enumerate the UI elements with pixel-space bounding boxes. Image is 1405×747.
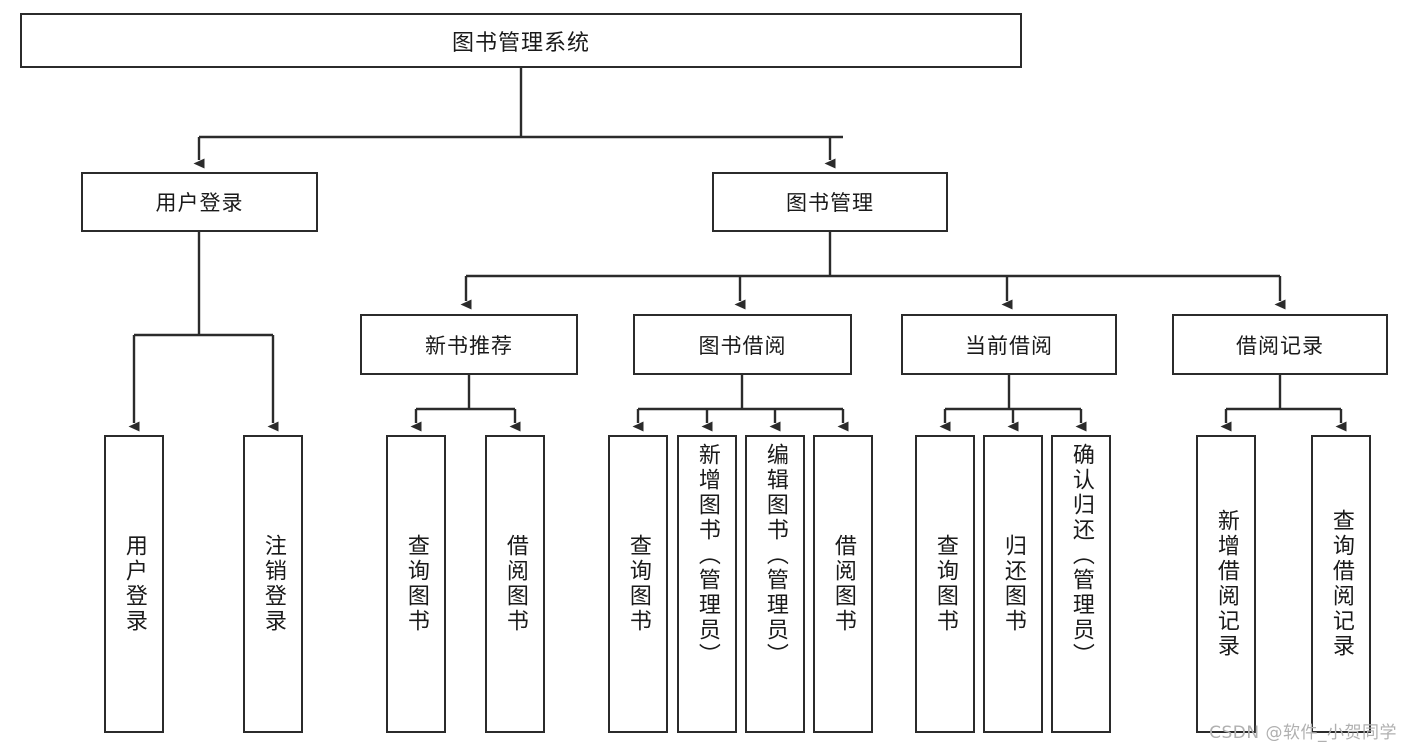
node-borrow-records-label: 借阅记录 (1236, 333, 1324, 358)
csdn-watermark: CSDN @软件_小贺同学 (1209, 723, 1397, 743)
node-new-book-recommend[interactable]: 新书推荐 (360, 314, 578, 375)
node-leaf-edit-book-admin[interactable]: 编辑图书（管理员） (745, 435, 805, 733)
node-root[interactable]: 图书管理系统 (20, 13, 1022, 68)
node-leaf-query-book-current[interactable]: 查询图书 (915, 435, 975, 733)
node-leaf-confirm-return-admin[interactable]: 确认归还（管理员） (1051, 435, 1111, 733)
node-root-label: 图书管理系统 (451, 30, 590, 56)
node-leaf-borrow-book[interactable]: 借阅图书 (813, 435, 873, 733)
node-leaf-add-book-admin-label: 新增图书（管理员） (694, 443, 720, 668)
node-leaf-query-borrow-record-label: 查询借阅记录 (1328, 509, 1354, 659)
node-current-borrow-label: 当前借阅 (965, 333, 1053, 358)
node-leaf-return-book-label: 归还图书 (1000, 534, 1026, 634)
node-leaf-return-book[interactable]: 归还图书 (983, 435, 1043, 733)
node-leaf-query-borrow-record[interactable]: 查询借阅记录 (1311, 435, 1371, 733)
node-book-borrow-label: 图书借阅 (698, 333, 787, 358)
node-leaf-query-book-recommend[interactable]: 查询图书 (386, 435, 446, 733)
node-leaf-query-book-current-label: 查询图书 (932, 534, 958, 634)
node-leaf-borrow-book-recommend[interactable]: 借阅图书 (485, 435, 545, 733)
node-book-management-label: 图书管理 (786, 191, 874, 215)
node-leaf-borrow-book-label: 借阅图书 (830, 534, 856, 634)
node-current-borrow[interactable]: 当前借阅 (901, 314, 1117, 375)
node-book-borrow[interactable]: 图书借阅 (633, 314, 852, 375)
node-leaf-query-book-borrow-label: 查询图书 (625, 534, 651, 634)
node-leaf-add-borrow-record[interactable]: 新增借阅记录 (1196, 435, 1256, 733)
node-leaf-edit-book-admin-label: 编辑图书（管理员） (762, 443, 788, 668)
node-new-book-recommend-label: 新书推荐 (425, 333, 513, 358)
node-leaf-query-book-borrow[interactable]: 查询图书 (608, 435, 668, 733)
node-borrow-records[interactable]: 借阅记录 (1172, 314, 1388, 375)
node-book-management[interactable]: 图书管理 (712, 172, 948, 232)
node-leaf-logout-label: 注销登录 (260, 534, 286, 634)
node-user-login[interactable]: 用户登录 (81, 172, 318, 232)
node-user-login-label: 用户登录 (155, 191, 244, 215)
node-leaf-add-borrow-record-label: 新增借阅记录 (1213, 509, 1239, 659)
node-leaf-query-book-recommend-label: 查询图书 (403, 534, 429, 634)
node-leaf-add-book-admin[interactable]: 新增图书（管理员） (677, 435, 737, 733)
node-leaf-user-login[interactable]: 用户登录 (104, 435, 164, 733)
node-leaf-logout[interactable]: 注销登录 (243, 435, 303, 733)
node-leaf-borrow-book-recommend-label: 借阅图书 (502, 534, 528, 634)
node-leaf-confirm-return-admin-label: 确认归还（管理员） (1068, 443, 1094, 668)
node-leaf-user-login-label: 用户登录 (121, 534, 147, 634)
